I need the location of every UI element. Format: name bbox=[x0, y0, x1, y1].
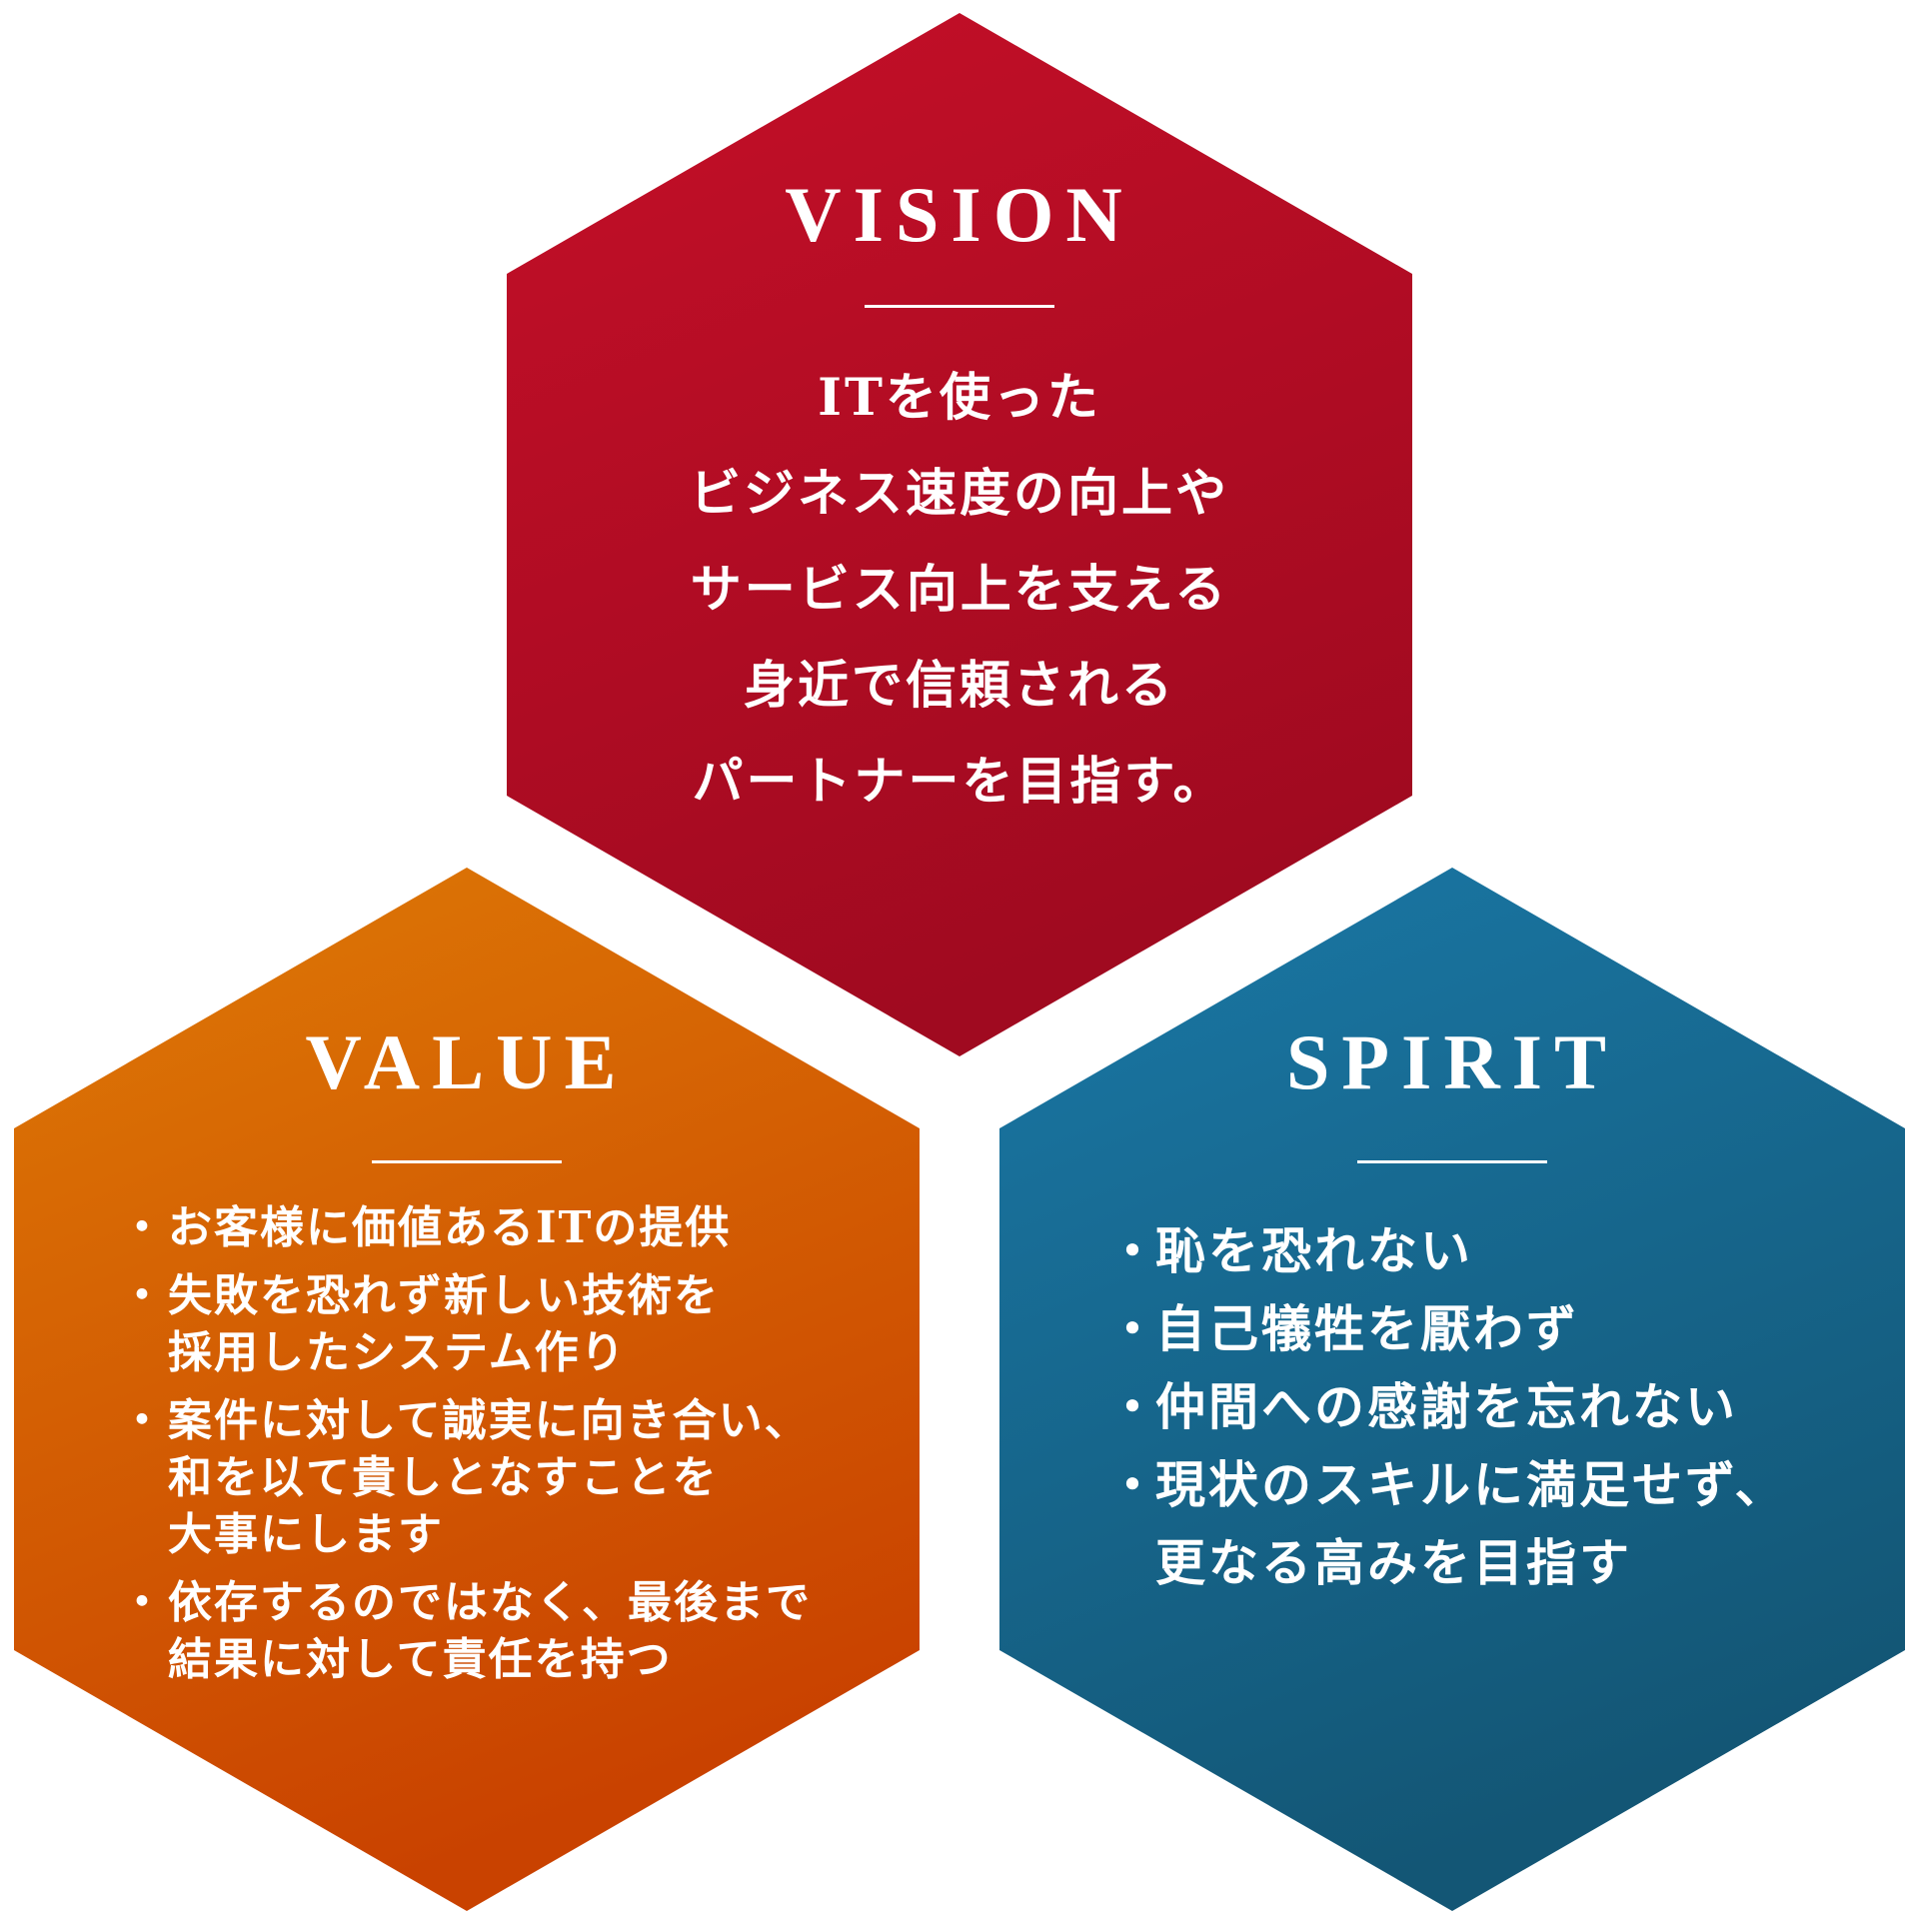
spirit-list-item: 恥を恐れない bbox=[1107, 1212, 1788, 1290]
value-list-item: 案件に対して誠実に向き合い、 和を以て貴しとなすことを 大事にします bbox=[120, 1392, 812, 1563]
value-list-item: お客様に価値あるITの提供 bbox=[120, 1199, 812, 1256]
vision-statement: ITを使った ビジネス速度の向上や サービス向上を支える 身近で信頼される パー… bbox=[507, 350, 1412, 830]
spirit-item-line: 恥を恐れない bbox=[1155, 1221, 1473, 1280]
spirit-title: SPIRIT bbox=[1285, 1018, 1619, 1105]
value-item-line: お客様に価値あるITの提供 bbox=[168, 1202, 732, 1253]
vision-line: 身近で信頼される bbox=[743, 656, 1175, 716]
value-list: お客様に価値あるITの提供 失敗を恐れず新しい技術を 採用したシステム作り 案件… bbox=[120, 1199, 812, 1699]
value-title: VALUE bbox=[305, 1018, 629, 1105]
spirit-list-item: 現状のスキルに満足せず、 更なる高みを目指す bbox=[1107, 1446, 1788, 1602]
value-item-line: 結果に対して責任を持つ bbox=[168, 1634, 673, 1685]
vision-title: VISION bbox=[785, 171, 1134, 258]
spirit-item-line: 自己犠牲を厭わず bbox=[1155, 1299, 1579, 1358]
spirit-item-line: 現状のスキルに満足せず、 bbox=[1155, 1455, 1788, 1514]
value-item-line: 案件に対して誠実に向き合い、 bbox=[168, 1395, 811, 1446]
value-item-line: 依存するのではなく、最後まで bbox=[168, 1577, 812, 1628]
value-divider bbox=[372, 1160, 562, 1163]
value-item-line: 大事にします bbox=[168, 1509, 444, 1560]
spirit-item-line: 更なる高みを目指す bbox=[1155, 1533, 1632, 1592]
spirit-list-item: 仲間への感謝を忘れない bbox=[1107, 1368, 1788, 1446]
value-item-line: 採用したシステム作り bbox=[168, 1327, 627, 1378]
vision-hexagon bbox=[507, 13, 1412, 1056]
vision-line: パートナーを目指す。 bbox=[692, 752, 1227, 812]
vision-line: サービス向上を支える bbox=[690, 560, 1229, 620]
vision-line: ビジネス速度の向上や bbox=[689, 464, 1229, 524]
spirit-list-item: 自己犠牲を厭わず bbox=[1107, 1290, 1788, 1368]
spirit-list: 恥を恐れない 自己犠牲を厭わず 仲間への感謝を忘れない 現状のスキルに満足せず、… bbox=[1107, 1212, 1788, 1602]
value-item-line: 失敗を恐れず新しい技術を bbox=[168, 1270, 720, 1321]
vision-panel: VISION ITを使った ビジネス速度の向上や サービス向上を支える 身近で信… bbox=[507, 0, 1412, 1059]
spirit-item-line: 仲間への感謝を忘れない bbox=[1155, 1377, 1738, 1436]
value-panel: VALUE お客様に価値あるITの提供 失敗を恐れず新しい技術を 採用したシステ… bbox=[14, 868, 920, 1911]
value-list-item: 依存するのではなく、最後まで 結果に対して責任を持つ bbox=[120, 1574, 812, 1688]
value-item-line: 和を以て貴しとなすことを bbox=[168, 1452, 719, 1503]
value-list-item: 失敗を恐れず新しい技術を 採用したシステム作り bbox=[120, 1267, 812, 1381]
vision-line: ITを使った bbox=[818, 368, 1101, 428]
vision-divider bbox=[865, 305, 1054, 308]
spirit-panel: SPIRIT 恥を恐れない 自己犠牲を厭わず 仲間への感謝を忘れない 現状のスキ… bbox=[999, 868, 1905, 1911]
spirit-divider bbox=[1357, 1160, 1547, 1163]
